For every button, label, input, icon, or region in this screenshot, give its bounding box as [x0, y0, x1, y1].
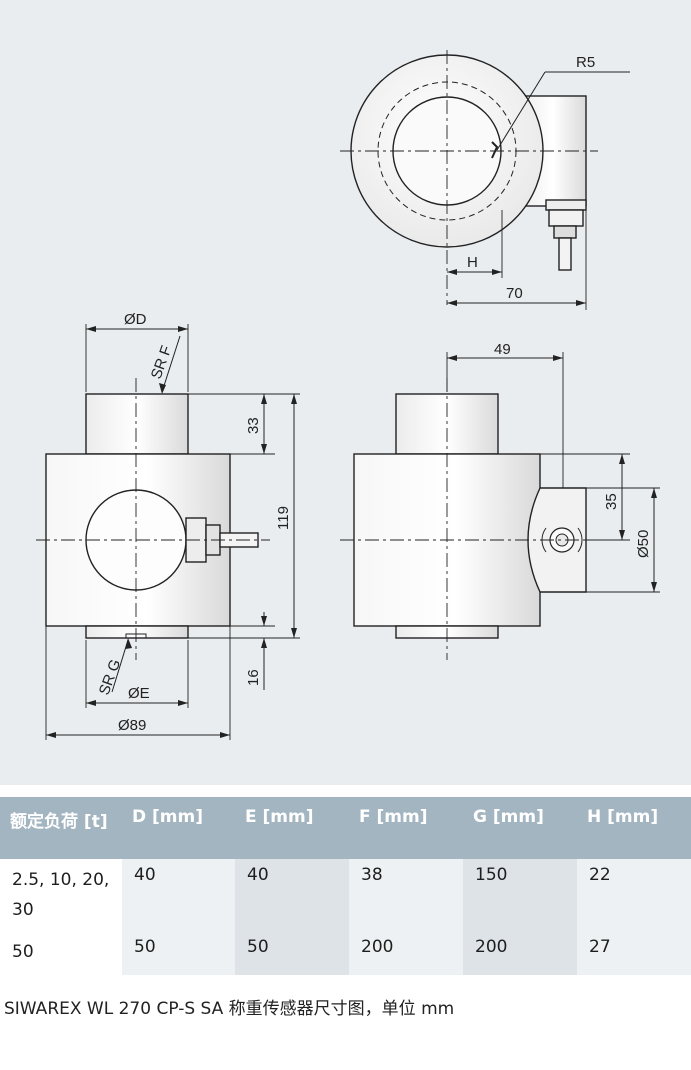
- cell-e: 40: [235, 859, 349, 933]
- cell-h: 27: [577, 933, 691, 975]
- label-16: 16: [245, 669, 262, 686]
- label-119: 119: [275, 506, 292, 530]
- header-rated-load: 额定负荷 [t]: [0, 797, 122, 859]
- front-view: [36, 324, 300, 740]
- cell-e: 50: [235, 933, 349, 975]
- dimension-table: 额定负荷 [t] D [mm] E [mm] F [mm] G [mm] H […: [0, 797, 691, 975]
- header-g: G [mm]: [463, 797, 577, 859]
- header-h: H [mm]: [577, 797, 691, 859]
- cell-g: 200: [463, 933, 577, 975]
- label-49: 49: [494, 341, 511, 358]
- top-r5-notch: [491, 141, 499, 159]
- top-view: [340, 50, 630, 310]
- label-srg: SR G: [96, 657, 125, 697]
- cell-d: 40: [122, 859, 235, 933]
- cell-g: 150: [463, 859, 577, 933]
- label-oe: ØE: [128, 685, 150, 702]
- cell-load: 50: [0, 933, 122, 975]
- dimension-drawing: R5 H 70: [0, 0, 691, 785]
- side-view: [340, 352, 660, 660]
- cell-h: 22: [577, 859, 691, 933]
- cell-f: 200: [349, 933, 463, 975]
- cell-d: 50: [122, 933, 235, 975]
- table-row: 50 50 50 200 200 27: [0, 933, 691, 975]
- cell-f: 38: [349, 859, 463, 933]
- label-o50: Ø50: [635, 530, 652, 558]
- label-r5: R5: [576, 54, 595, 71]
- label-o89: Ø89: [118, 717, 146, 734]
- label-35: 35: [603, 493, 620, 510]
- header-f: F [mm]: [349, 797, 463, 859]
- drawing-svg: R5 H 70: [36, 50, 660, 740]
- header-e: E [mm]: [235, 797, 349, 859]
- front-bottom-cap: [85, 625, 189, 639]
- label-33: 33: [245, 417, 262, 434]
- front-top-cap: [85, 393, 189, 455]
- figure-caption: SIWAREX WL 270 CP-S SA 称重传感器尺寸图，单位 mm: [4, 999, 455, 1019]
- cell-load: 2.5, 10, 20, 30: [0, 859, 122, 933]
- header-d: D [mm]: [122, 797, 235, 859]
- label-od: ØD: [124, 311, 147, 328]
- label-70: 70: [506, 285, 523, 302]
- table-row: 2.5, 10, 20, 30 40 40 38 150 22: [0, 859, 691, 933]
- label-h: H: [467, 254, 478, 271]
- table-header-row: 额定负荷 [t] D [mm] E [mm] F [mm] G [mm] H […: [0, 797, 691, 859]
